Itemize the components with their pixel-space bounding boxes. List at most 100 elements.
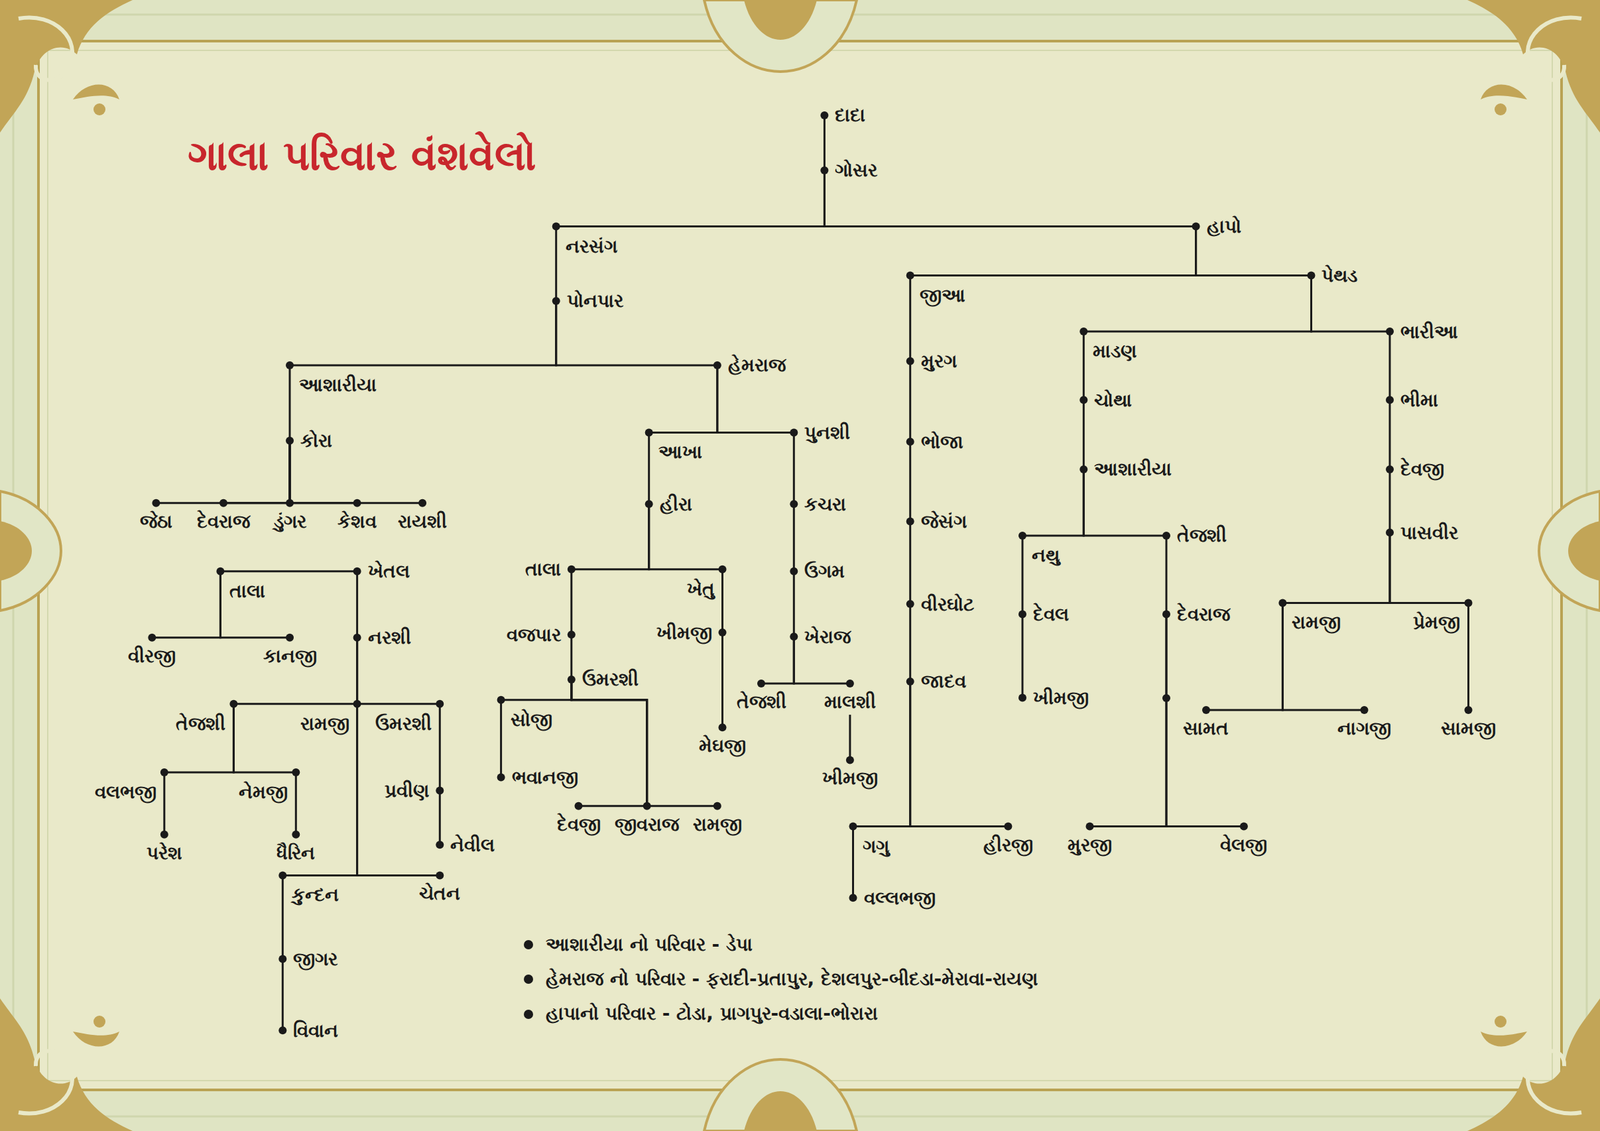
person-node: આશારીયા — [289, 365, 380, 398]
person-dot — [574, 802, 583, 811]
person-dot — [285, 436, 294, 445]
person-name: પાસવીર — [1400, 521, 1459, 545]
person-node: નરસંગ — [556, 226, 620, 260]
person-name: જાદવ — [921, 669, 967, 693]
person-name: ગોસર — [834, 158, 878, 182]
person-node: પેથડ — [1310, 262, 1360, 289]
person-node: તાલા — [522, 556, 572, 583]
person-dot — [1162, 531, 1171, 540]
person-dot — [1086, 822, 1095, 831]
person-name: ખીમજી — [1033, 686, 1089, 710]
lineage-line — [1282, 532, 1390, 603]
lineage-line — [848, 714, 851, 760]
lineage-line — [163, 772, 166, 835]
person-name: હીરજી — [983, 833, 1034, 857]
person-dot — [567, 565, 576, 574]
person-name: દેવજી — [1400, 457, 1445, 481]
person-node: ઉમરશી — [372, 704, 440, 737]
person-name: ખીમજી — [822, 766, 878, 790]
side-ornament-core — [1568, 521, 1600, 581]
person-node: વલભજી — [92, 772, 165, 805]
person-node: ખેરાજ — [793, 623, 854, 650]
person-name: ખીમજી — [656, 621, 713, 645]
person-node: સામજી — [1438, 710, 1499, 742]
person-name: વેલજી — [1220, 833, 1268, 857]
lineage-line — [1083, 275, 1311, 333]
person-node: ધૈરિન — [273, 834, 318, 866]
person-node: મેઘજી — [696, 727, 749, 759]
lineage-line — [233, 704, 296, 773]
person-dot — [1079, 327, 1088, 336]
person-node: પુનશી — [793, 419, 853, 446]
person-dot — [497, 773, 506, 782]
person-name: વીરજી — [127, 644, 176, 668]
person-node: ખીમજી — [653, 619, 723, 646]
person-name: ભીમા — [1400, 388, 1439, 412]
person-dot — [552, 297, 561, 306]
person-name: ખેતલ — [368, 559, 410, 583]
person-node: હાપો — [1196, 213, 1244, 240]
person-node: રામજી — [1282, 602, 1344, 636]
lineage-line — [357, 704, 441, 876]
person-name: નાગજી — [1337, 716, 1392, 740]
lineage-line — [1021, 614, 1024, 698]
person-node: પાસવીર — [1389, 519, 1461, 546]
lineage-line — [910, 226, 1197, 276]
lineage-line — [1090, 614, 1168, 827]
lineage-line — [823, 115, 826, 171]
person-dot — [1360, 706, 1369, 715]
person-dot — [353, 567, 362, 576]
lineage-line — [571, 679, 648, 807]
person-dot — [846, 756, 855, 765]
lineage-line — [852, 826, 855, 899]
lineage-line — [438, 791, 441, 846]
person-name: માડણ — [1092, 339, 1137, 363]
person-dot — [906, 271, 915, 280]
person-node: રામજી — [690, 806, 745, 838]
person-node: માડણ — [1083, 331, 1140, 365]
person-name: સામત — [1182, 716, 1229, 740]
person-node: વજપાર — [503, 621, 572, 648]
person-dot — [1018, 694, 1027, 703]
person-node: દેવજી — [554, 806, 604, 838]
lineage-line — [1389, 399, 1392, 470]
person-node: દેવરાજ — [1166, 601, 1233, 628]
person-dot — [1079, 395, 1088, 404]
person-node: દાદા — [824, 102, 868, 128]
person-node: દેવલ — [1022, 601, 1072, 628]
lineage-line — [281, 959, 284, 1032]
person-name: હીરા — [659, 492, 693, 516]
place-note: આશારીયા નો પરિવાર - ડેપા — [545, 932, 753, 957]
person-dot — [278, 955, 287, 964]
diagram-title: ગાલા પરિવાર વંશવેલો — [187, 129, 537, 184]
person-node: વલ્લભજી — [853, 885, 939, 912]
lineage-line — [1082, 399, 1085, 470]
person-name: ચોથા — [1094, 388, 1132, 412]
person-name: તાલા — [525, 557, 561, 581]
person-name: પેથડ — [1321, 263, 1358, 288]
side-ornament — [0, 491, 62, 611]
lineage-line — [761, 636, 794, 684]
person-dot — [435, 871, 444, 880]
person-node: કોરા — [289, 427, 335, 454]
lineage-line — [721, 632, 724, 728]
person-dot — [1385, 395, 1394, 404]
lineage-line — [1467, 603, 1470, 711]
person-name: માલશી — [824, 690, 876, 714]
person-name: ગગુ — [862, 834, 890, 859]
person-dot — [353, 633, 362, 642]
person-node: ભોજા — [910, 429, 967, 455]
person-node: જીવરાજ — [612, 806, 682, 838]
person-node: જીગર — [282, 946, 341, 973]
person-dot — [849, 893, 858, 902]
person-dot — [285, 499, 294, 508]
lineage-line — [793, 432, 796, 505]
person-node: હેમરાજ — [717, 352, 789, 378]
person-dot — [567, 630, 576, 639]
person-name: હાપો — [1206, 214, 1242, 239]
person-dot — [1003, 822, 1012, 831]
corner-ornament — [1467, 0, 1600, 133]
inner-line — [47, 50, 1553, 1081]
lineage-line — [289, 301, 557, 366]
